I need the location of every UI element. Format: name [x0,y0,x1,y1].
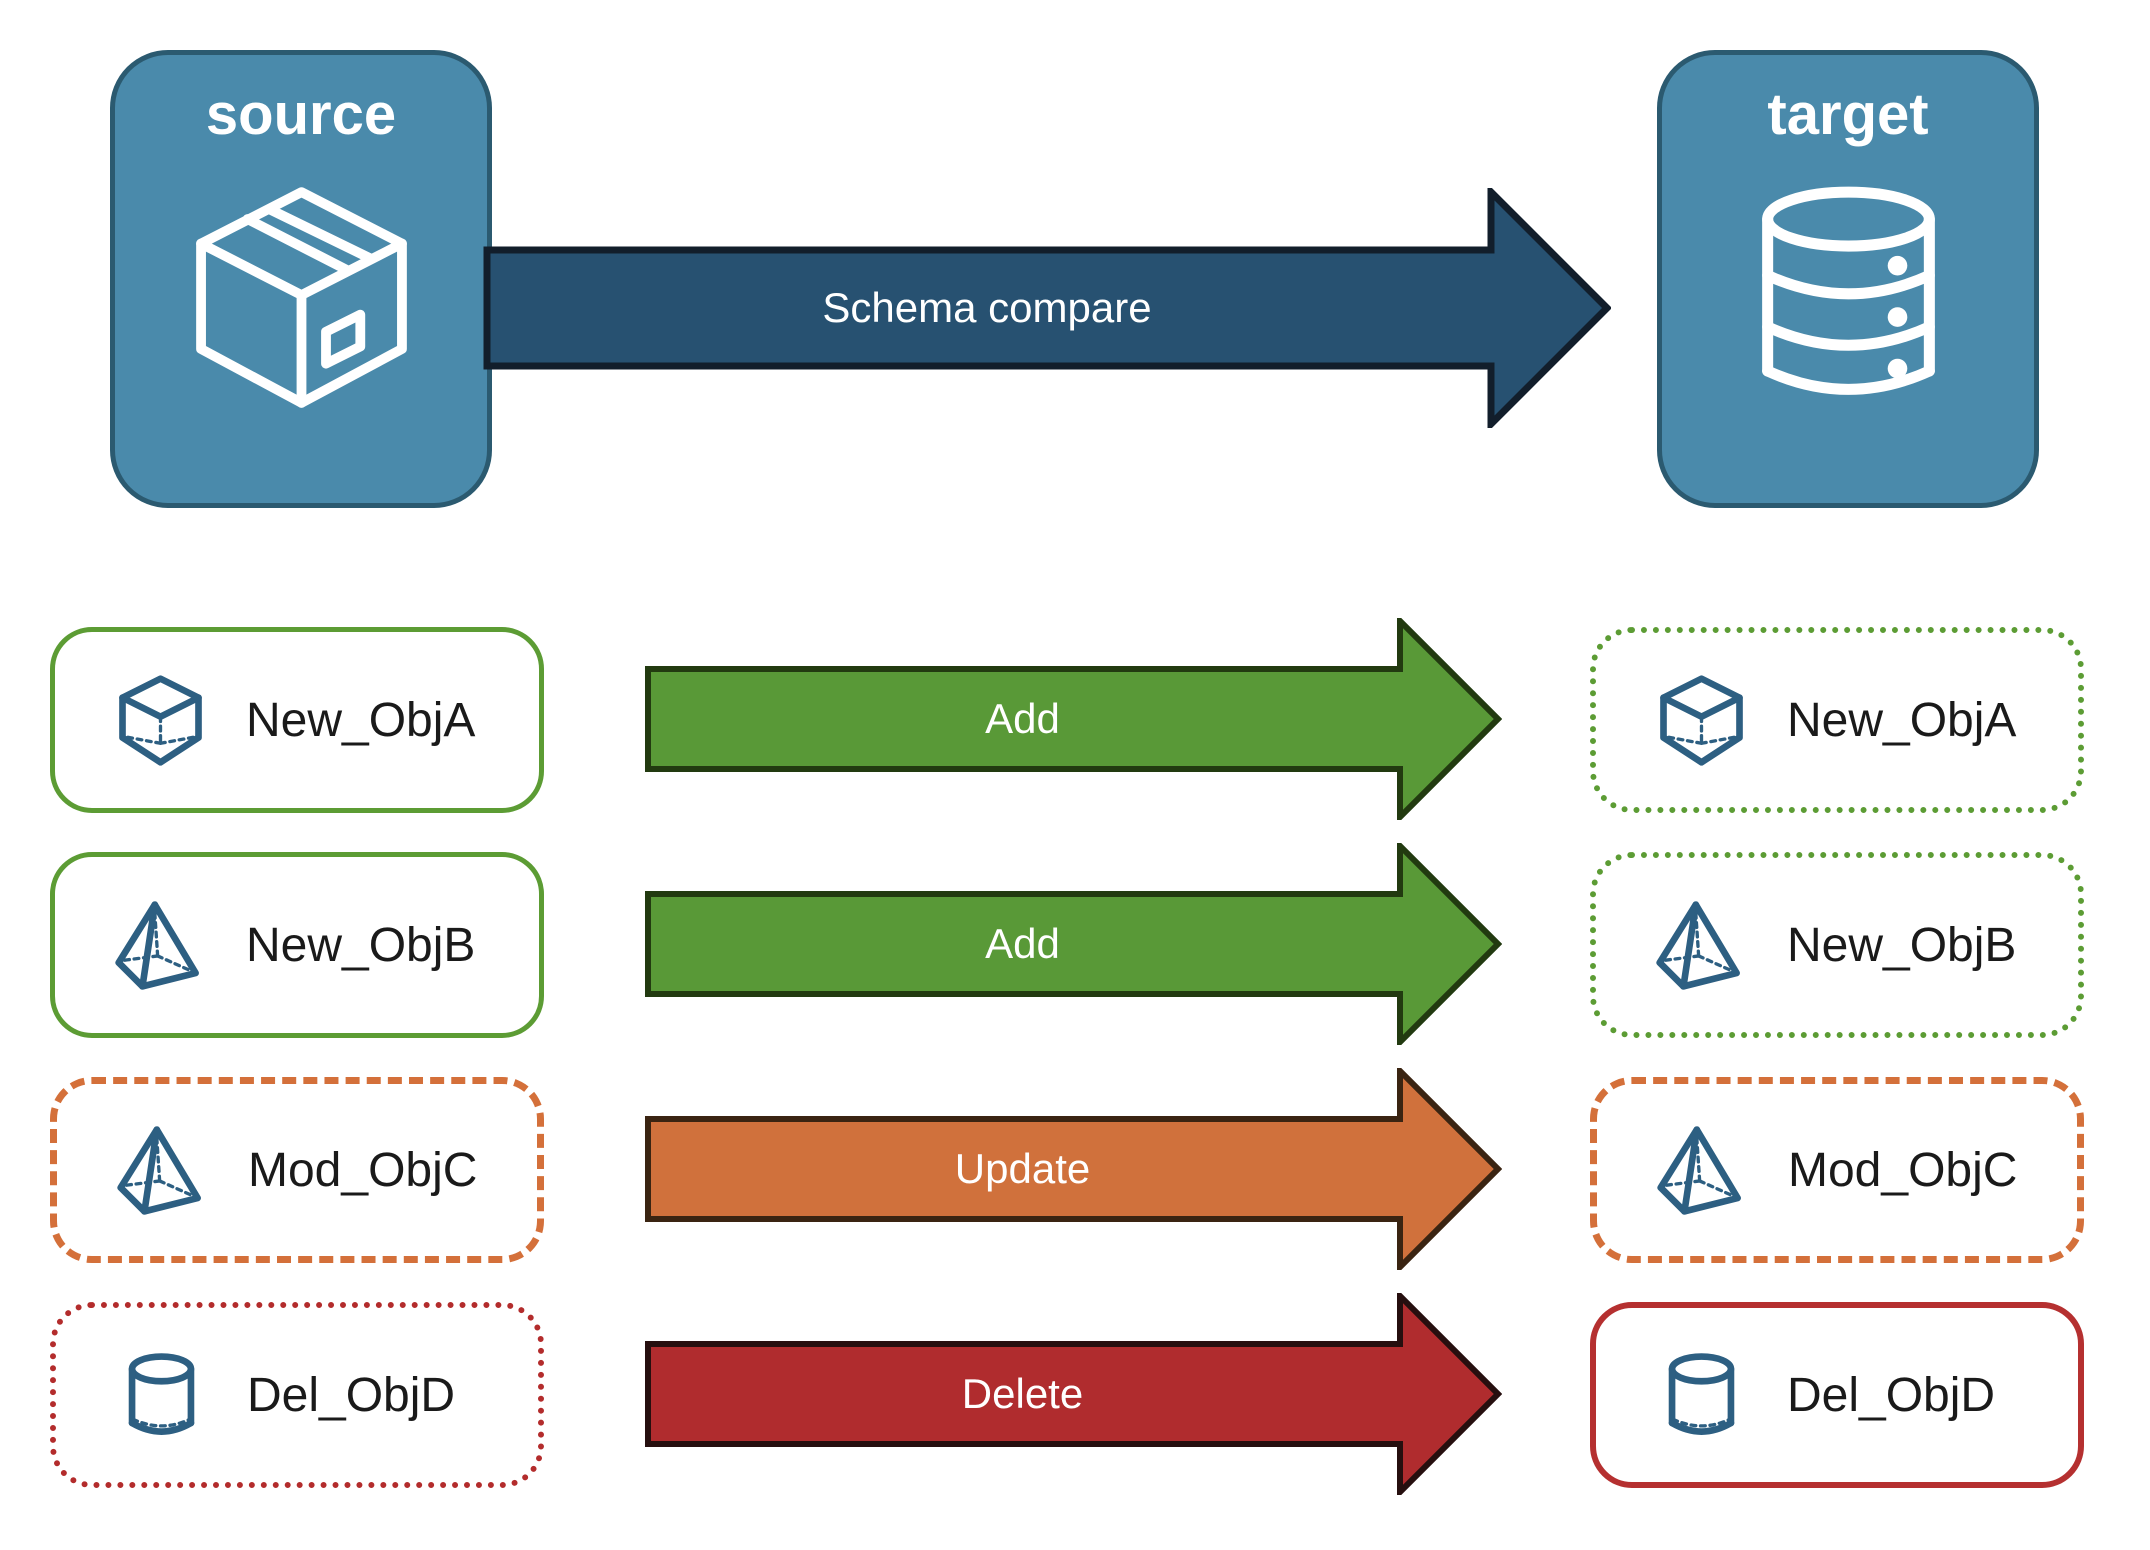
pyramid-icon [1654,898,1749,993]
action-arrow [645,843,1502,1045]
pyramid-icon [113,898,208,993]
cube-icon [1654,673,1749,768]
source-object-box: New_ObjA [50,627,544,813]
action-arrow-label: Update [954,1145,1091,1192]
target-node: target [1657,50,2039,508]
object-label: Mod_ObjC [1788,1143,2018,1197]
action-arrow-label: Delete [961,1370,1084,1417]
action-arrow-label: Add [985,920,1060,967]
database-icon [1726,175,1971,420]
target-object-box: New_ObjB [1590,852,2084,1038]
action-arrow [645,1293,1502,1495]
schema-compare-arrow [483,188,1611,428]
object-row: Mod_ObjC Update Mod_ObjC [0,1068,2150,1270]
action-arrow [645,1068,1502,1270]
object-label: New_ObjB [1787,918,2017,972]
object-label: New_ObjA [246,693,476,747]
source-object-box: Del_ObjD [50,1302,544,1488]
object-label: New_ObjB [246,918,476,972]
target-title: target [1767,82,1929,147]
cube-icon [113,673,208,768]
object-label: Del_ObjD [1787,1368,1996,1422]
object-label: New_ObjA [1787,693,2017,747]
schema-compare-label: Schema compare [822,284,1152,331]
object-label: Del_ObjD [247,1368,456,1422]
object-row: Del_ObjD Delete Del_ObjD [0,1293,2150,1495]
action-arrow-label: Add [985,695,1060,742]
action-arrow [645,618,1502,820]
package-icon [179,175,424,420]
pyramid-icon [1655,1123,1750,1218]
source-object-box: Mod_ObjC [50,1077,544,1263]
source-node: source [110,50,492,508]
cylinder-icon [114,1348,209,1443]
object-label: Mod_ObjC [248,1143,478,1197]
source-object-box: New_ObjB [50,852,544,1038]
object-row: New_ObjB Add New_ObjB [0,843,2150,1045]
target-object-box: Mod_ObjC [1590,1077,2084,1263]
target-object-box: Del_ObjD [1590,1302,2084,1488]
cylinder-icon [1654,1348,1749,1443]
pyramid-icon [115,1123,210,1218]
target-object-box: New_ObjA [1590,627,2084,813]
object-row: New_ObjA Add New_ObjA [0,618,2150,820]
source-title: source [205,82,397,147]
